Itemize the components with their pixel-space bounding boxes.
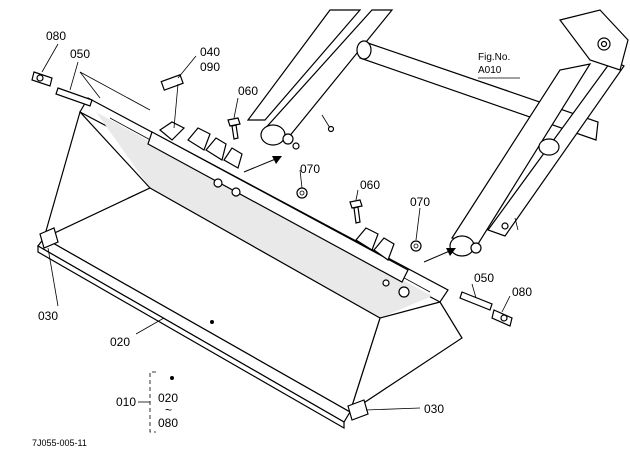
grease-fitting-080-left (31, 71, 53, 87)
callout-010: 010 (116, 395, 136, 409)
callout-070-right: 070 (410, 195, 430, 209)
callout-040: 040 (200, 45, 220, 59)
bucket-020 (37, 97, 463, 430)
callout-060-mid: 060 (360, 178, 380, 192)
callout-060-top: 060 (238, 84, 258, 98)
pin-050-right (459, 291, 493, 311)
bolt-060-top (227, 117, 241, 140)
leader-lines (41, 43, 511, 411)
callout-050-top: 050 (70, 47, 90, 61)
bolt-060-mid (349, 199, 363, 224)
callout-080-right: 080 (512, 285, 532, 299)
fig-label-line1: Fig.No. (478, 52, 510, 63)
callout-050-right: 050 (474, 271, 494, 285)
loader-arm-assembly (246, 9, 629, 257)
callout-090: 090 (200, 60, 220, 74)
grease-fitting-080-right (491, 309, 513, 327)
callout-030-left: 030 (38, 309, 58, 323)
callout-080-top: 080 (46, 29, 66, 43)
wear-block-030 (39, 227, 369, 421)
range-bracket-010 (138, 320, 214, 433)
pin-050-left (55, 87, 93, 107)
nut-070-right (410, 240, 422, 252)
bucket-bracket-rail (147, 74, 410, 298)
drawing-code: 7J055-005-11 (32, 438, 87, 448)
callout-tilde: ~ (165, 403, 172, 417)
nut-070-top (296, 187, 308, 199)
callout-020-range: 020 (158, 391, 178, 405)
callout-030-bottom: 030 (424, 402, 444, 416)
callout-070-top: 070 (300, 162, 320, 176)
callout-020: 020 (110, 335, 130, 349)
fig-label-line2: A010 (478, 65, 502, 76)
assembly-arrows (243, 156, 456, 263)
callout-080-range: 080 (158, 416, 178, 430)
